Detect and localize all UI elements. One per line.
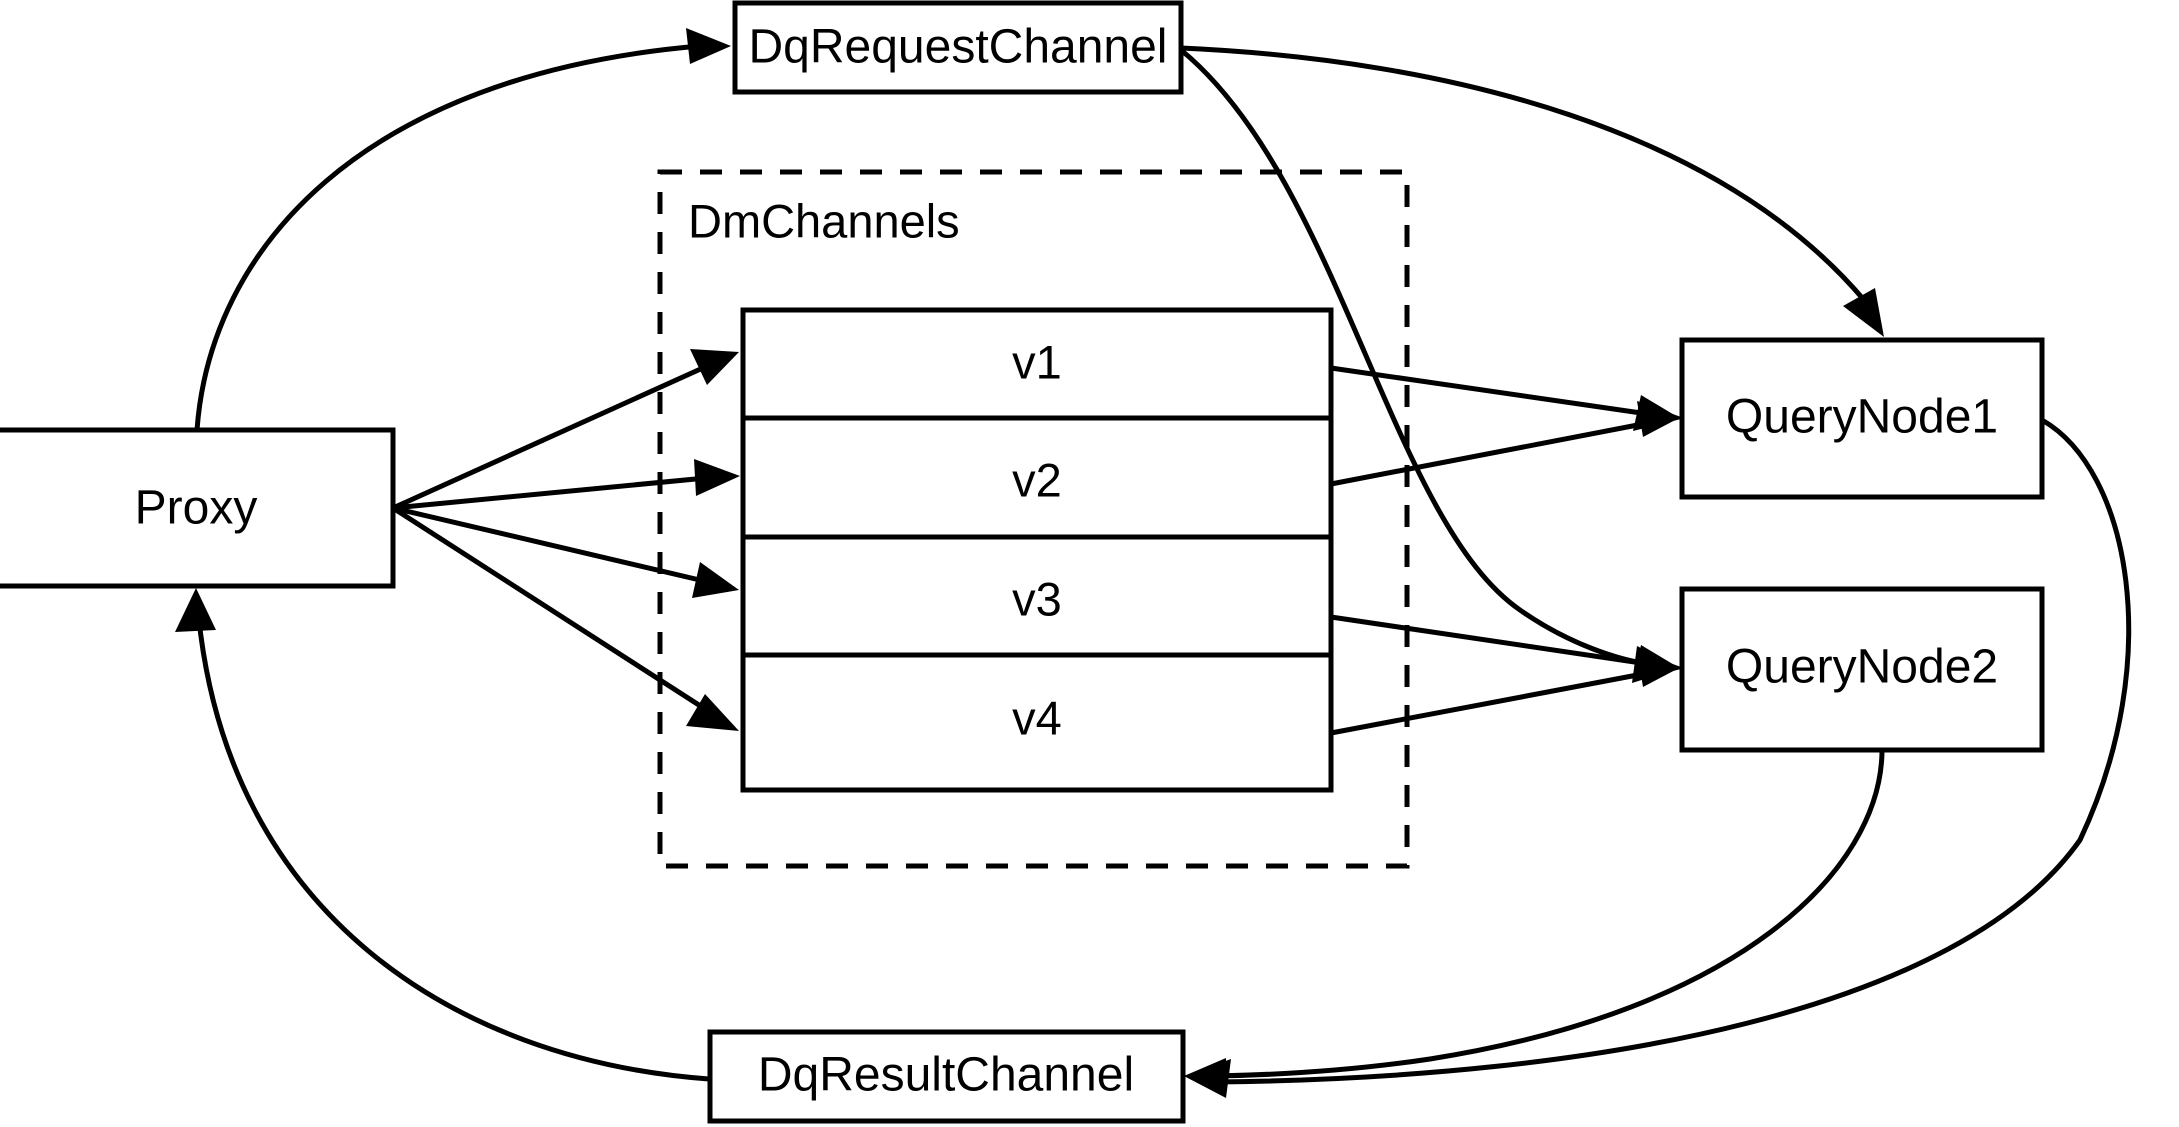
arrow-head-icon (690, 349, 739, 385)
node-dqrequestchannel[interactable]: DqRequestChannel (732, 0, 1184, 95)
edge-v2-to-querynode1 (1330, 401, 1681, 487)
arrow-head-icon (175, 588, 216, 632)
edge-dqresultchannel-to-proxy (175, 588, 710, 1082)
node-dqrequestchannel-border (732, 0, 1184, 95)
edge-proxy-to-v1 (391, 349, 739, 511)
node-querynode2-border (1679, 586, 2045, 753)
node-proxy-label: Proxy (135, 482, 258, 535)
edge-proxy-to-v3 (392, 505, 739, 598)
node-dqresultchannel-label: DqResultChannel (758, 1049, 1134, 1102)
dmchannels-group-label: DmChannels (688, 194, 960, 247)
arrow-head-icon (686, 28, 731, 64)
node-querynode2[interactable]: QueryNode2 (1679, 586, 2045, 753)
node-proxy-border (0, 427, 396, 589)
node-dqrequestchannel-label: DqRequestChannel (749, 21, 1168, 74)
arrow-head-icon (1637, 401, 1681, 437)
edge-proxy-to-v4 (391, 505, 739, 731)
edge-proxy-to-dqrequestchannel (194, 28, 731, 431)
edge-dqrequestchannel-to-querynode1 (1180, 45, 1884, 337)
vchannel-stack-border (740, 307, 1334, 793)
edge-querynode2-to-dqresultchannel (1184, 751, 1885, 1097)
vchannel-slot-v3[interactable]: v3 (1012, 572, 1062, 625)
vchannel-slot-v1[interactable]: v1 (1012, 335, 1062, 388)
vchannel-stack: v1 v2 v3 v4 (740, 307, 1334, 793)
node-querynode2-label: QueryNode2 (1726, 641, 1998, 694)
vchannel-slot-v4[interactable]: v4 (1012, 691, 1062, 744)
node-proxy[interactable]: Proxy (0, 427, 396, 589)
edge-v4-to-querynode2 (1330, 651, 1681, 736)
arrow-head-icon (686, 694, 739, 731)
arrow-head-icon (692, 562, 739, 598)
dmchannels-group-border (657, 169, 1410, 869)
node-querynode1-label: QueryNode1 (1726, 391, 1998, 444)
dmchannels-group: DmChannels (657, 169, 1410, 869)
arrow-head-icon (1637, 651, 1681, 687)
vchannel-slot-v2[interactable]: v2 (1012, 453, 1062, 506)
node-dqresultchannel[interactable]: DqResultChannel (707, 1029, 1186, 1124)
arrow-head-icon (1843, 288, 1884, 337)
node-querynode1[interactable]: QueryNode1 (1679, 337, 2045, 500)
arrow-head-icon (694, 459, 740, 496)
edge-v3-to-querynode2 (1330, 614, 1681, 681)
edge-proxy-to-v2 (392, 459, 740, 511)
node-dqresultchannel-border (707, 1029, 1186, 1124)
node-querynode1-border (1679, 337, 2045, 500)
arrow-head-icon (1184, 1058, 1226, 1097)
